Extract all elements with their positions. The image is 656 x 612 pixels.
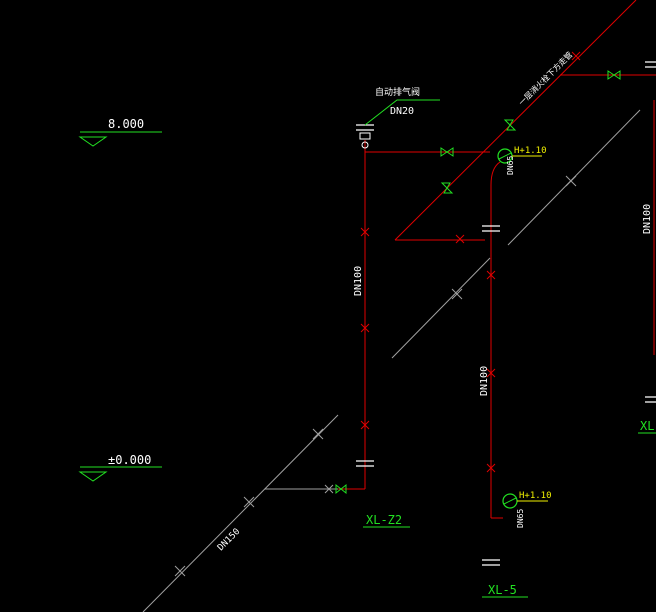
- gray-diagonal-line: [391, 257, 491, 359]
- riser-xl-5-tag: XL-5: [488, 583, 517, 597]
- riser-xl-5-size: DN100: [479, 366, 490, 396]
- gate-valve-icon: [607, 70, 621, 80]
- riser-xl-right-tag: XL-: [640, 419, 656, 433]
- gate-valve-icon: [440, 147, 454, 157]
- gray-diagonal-line: [142, 414, 339, 612]
- labels: 8.000 ±0.000 自动排气阀 DN20 一层消火栓下方走管 DN100 …: [108, 49, 656, 597]
- hydrant-upper-elevation: H+1.10: [514, 146, 547, 156]
- hydrant-lower-elevation: H+1.10: [519, 491, 552, 501]
- red-x-marks: [360, 51, 581, 473]
- air-valve-size: DN20: [390, 106, 414, 117]
- xl-z2-top-marker: [356, 124, 374, 131]
- top-right-marker: [645, 61, 656, 68]
- air-valve-leader: [364, 99, 440, 126]
- gate-valve-icon: [440, 182, 454, 194]
- hydrant-lower-icon[interactable]: [502, 493, 518, 509]
- hydrant-lower-size: DN65: [516, 509, 525, 528]
- green-valves: [335, 70, 621, 495]
- riser-xl-right-size: DN100: [642, 204, 653, 234]
- gate-valve-icon: [503, 119, 517, 131]
- riser-xl-z2-size: DN100: [353, 266, 364, 296]
- elevation-8000-label: 8.000: [108, 117, 144, 131]
- xl-5-top-marker: [482, 225, 500, 232]
- air-valve-icon[interactable]: [359, 132, 371, 149]
- gray-x-marks: [174, 175, 577, 577]
- elevation-marker-0000: [78, 466, 162, 482]
- elevation-0000-label: ±0.000: [108, 453, 151, 467]
- air-valve-label: 自动排气阀: [375, 86, 420, 98]
- gate-valve-icon: [335, 483, 347, 495]
- tag-underlines: [363, 432, 656, 598]
- xl-5-bottom-marker: [482, 559, 500, 566]
- riser-xl-z2-tag: XL-Z2: [366, 513, 402, 527]
- main-pipe-label: DN150: [216, 527, 242, 553]
- hydrant-upper-size: DN65: [506, 156, 515, 175]
- white-pipe-markers: [356, 61, 656, 566]
- xl-z2-bottom-marker: [356, 460, 374, 467]
- elevation-marker-8000: [78, 131, 162, 147]
- gray-diagonal-lines: [142, 109, 641, 612]
- hydrant-upper-connector: [490, 161, 501, 186]
- right-riser-marker: [645, 396, 656, 403]
- sloped-pipe-label: 一层消火栓下方走管: [516, 49, 574, 107]
- sloped-pipe: [394, 0, 637, 241]
